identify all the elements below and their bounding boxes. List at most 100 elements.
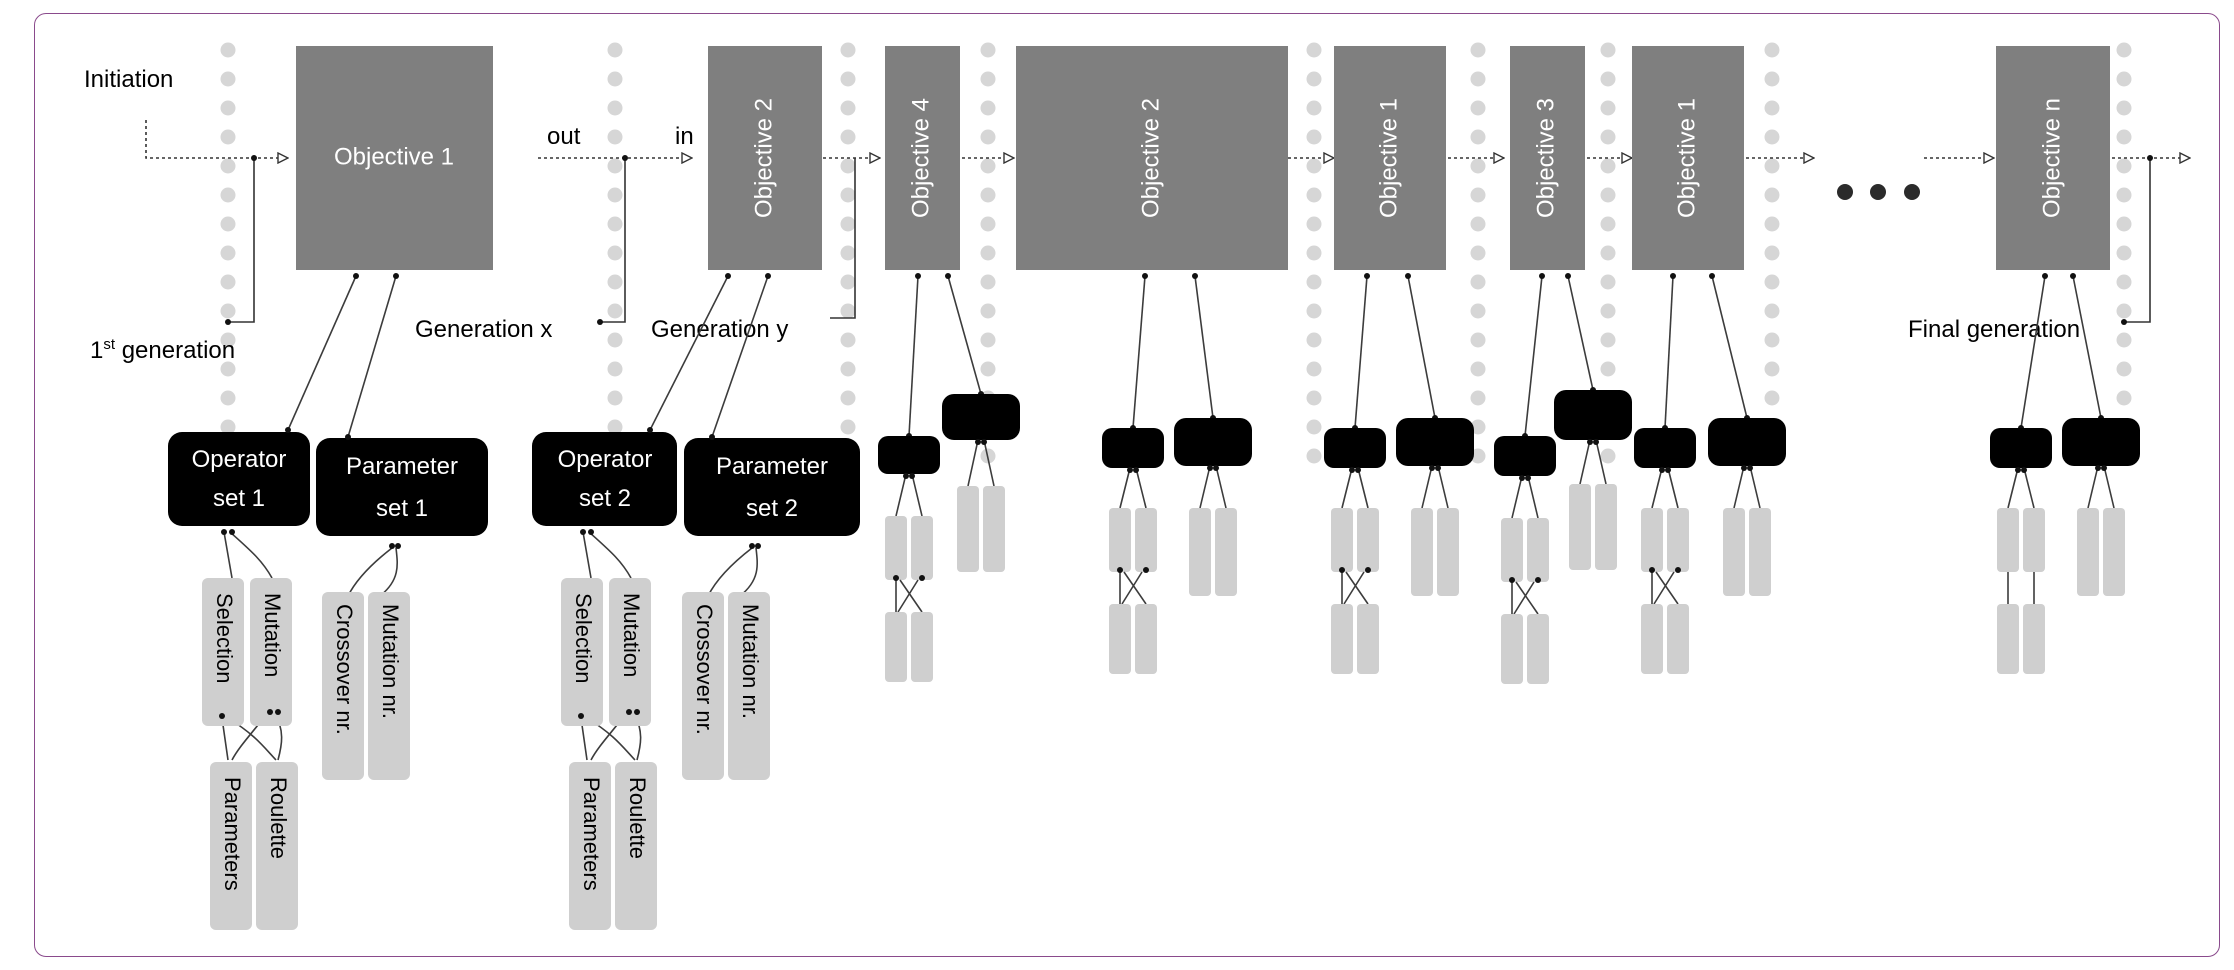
set-connector: [2020, 275, 2046, 429]
objective-box-2: [708, 46, 822, 270]
set-connector: [2023, 467, 2035, 509]
set-connector: [947, 275, 982, 395]
generation-dot: [1600, 361, 1616, 377]
operator-leaf: [2023, 508, 2045, 572]
generation-dot: [1764, 245, 1780, 261]
set-connector: [1749, 465, 1761, 509]
generation-dot: [980, 216, 996, 232]
generation-dot: [1306, 158, 1322, 174]
generation-dot: [1470, 216, 1486, 232]
operator-leaf: [1135, 604, 1157, 674]
set-connector: [1567, 275, 1594, 391]
leaf-crossover-1: [322, 592, 364, 780]
operator-leaf: [2023, 604, 2045, 674]
operator-leaf: [911, 612, 933, 682]
objective-label-2: Objective 2: [750, 98, 777, 218]
set-connector: [1135, 467, 1147, 509]
parameter-set-2-line2: set 2: [746, 495, 798, 522]
connector-dot: [1509, 577, 1515, 583]
in-label: in: [675, 123, 694, 150]
generation-dot: [220, 245, 236, 261]
generation-dot: [1306, 419, 1322, 435]
connector-dot: [915, 273, 921, 279]
generation-dot: [1470, 129, 1486, 145]
out-label: out: [547, 123, 581, 150]
objective-label-7: Objective 1: [1673, 98, 1700, 218]
connector-dot: [1143, 567, 1149, 573]
svg-text:Crossover nr.: Crossover nr.: [692, 604, 717, 735]
objective-label-6: Objective 3: [1532, 98, 1559, 218]
generation-dot: [607, 100, 623, 116]
operator-set-1-line1: Operator: [192, 446, 287, 473]
set-connector: [1524, 275, 1543, 437]
generation-dot: [2116, 390, 2132, 406]
generation-dot: [607, 245, 623, 261]
set-connector: [895, 473, 907, 517]
parameter-set-1-line1: Parameter: [346, 453, 458, 480]
connector-dot: [1741, 465, 1747, 471]
generation-dot: [840, 71, 856, 87]
generation-dot: [1600, 245, 1616, 261]
parameter-set-2: Parameter set 2: [684, 438, 860, 536]
generation-dot: [2116, 361, 2132, 377]
operator-leaf: [1997, 604, 2019, 674]
connector-dot: [981, 439, 987, 445]
leaf-selection-1: [202, 578, 244, 726]
generation-dot: [2116, 42, 2132, 58]
objective-label-5: Objective 1: [1375, 98, 1402, 218]
connector-dot: [909, 473, 915, 479]
generation-dot: [980, 129, 996, 145]
set-connector: [1345, 571, 1369, 605]
generation-dot: [2116, 100, 2132, 116]
generation-dot: [607, 390, 623, 406]
connector-dot: [2095, 465, 2101, 471]
set-connector: [1733, 465, 1745, 509]
generation-dot: [980, 361, 996, 377]
set-connector: [1651, 467, 1663, 509]
generation-dot: [1306, 245, 1322, 261]
connector-dot: [1587, 439, 1593, 445]
junction-dots: [225, 155, 2153, 325]
connector-dot: [1339, 567, 1345, 573]
generation-dot: [840, 100, 856, 116]
generation-dot: [840, 245, 856, 261]
parameter-leaf: [2103, 508, 2125, 596]
generation-dot: [980, 187, 996, 203]
generation-dot: [1600, 100, 1616, 116]
svg-text:Crossover nr.: Crossover nr.: [332, 604, 357, 735]
objective-boxes: Objective 1 Objective 2 Objective 4 Obje…: [296, 46, 2110, 270]
connector-dot: [1213, 465, 1219, 471]
parameter-set-box: [1396, 418, 1474, 466]
operator-set-box: [1494, 436, 1556, 476]
generation-dot: [840, 274, 856, 290]
set-connector: [1421, 465, 1433, 509]
leaf-roulette-2: [615, 762, 657, 930]
connector-dot: [1207, 465, 1213, 471]
objective-label-8: Objective n: [2038, 98, 2065, 218]
set-connector: [1123, 571, 1147, 605]
connector-dot: [1435, 465, 1441, 471]
generation-dot: [840, 42, 856, 58]
connector-dot: [1747, 465, 1753, 471]
connector-dot: [1127, 467, 1133, 473]
objective-label-4: Objective 2: [1137, 98, 1164, 218]
operator-leaf: [1135, 508, 1157, 572]
operator-leaf: [1357, 508, 1379, 572]
initiation-arrow: [145, 120, 288, 158]
generation-dot: [980, 332, 996, 348]
generation-x-tap: [600, 158, 626, 323]
leaf-roulette-1: [256, 762, 298, 930]
leaf-mutation-nr-2: [728, 592, 770, 780]
generation-dot: [980, 42, 996, 58]
generation-dot: [1764, 158, 1780, 174]
generation-dot: [607, 419, 623, 435]
set-connector: [1215, 465, 1227, 509]
operator-set-box: [1634, 428, 1696, 468]
generation-dot: [980, 274, 996, 290]
generation-dot: [607, 129, 623, 145]
generation-dot: [220, 71, 236, 87]
operator-set-box: [878, 436, 940, 474]
set-connector: [899, 579, 923, 613]
connector-dot: [1364, 273, 1370, 279]
connector-dot: [1349, 467, 1355, 473]
